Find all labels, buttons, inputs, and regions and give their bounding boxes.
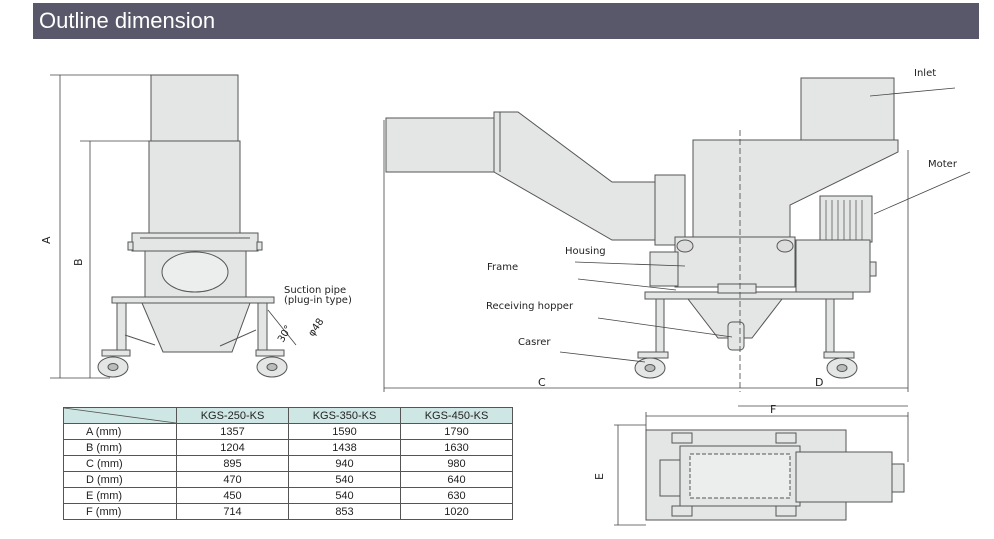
dimension-table: KGS-250-KS KGS-350-KS KGS-450-KS A (mm) … bbox=[63, 407, 513, 520]
top-dimensions bbox=[614, 412, 909, 526]
table-cell: 895 bbox=[176, 455, 289, 472]
dim-c-label: C bbox=[538, 376, 546, 389]
inlet-label: Inlet bbox=[914, 68, 936, 79]
dim-f-label: F bbox=[770, 403, 776, 416]
table-column-header: KGS-450-KS bbox=[400, 407, 513, 424]
row-label: E (mm) bbox=[63, 487, 177, 504]
row-label: B (mm) bbox=[63, 439, 177, 456]
table-row: D (mm) 470 540 640 bbox=[63, 471, 513, 488]
table-column-header: KGS-350-KS bbox=[288, 407, 401, 424]
row-label: A (mm) bbox=[63, 423, 177, 440]
table-cell: 1590 bbox=[288, 423, 401, 440]
receiving-hopper-label: Receiving hopper bbox=[486, 301, 574, 312]
table-cell: 540 bbox=[288, 487, 401, 504]
table-row: F (mm) 714 853 1020 bbox=[63, 503, 513, 520]
page-title: Outline dimension bbox=[39, 8, 216, 33]
row-label: D (mm) bbox=[63, 471, 177, 488]
front-view bbox=[97, 74, 288, 378]
table-cell: 853 bbox=[288, 503, 401, 520]
side-dimensions bbox=[383, 87, 971, 407]
table-cell: 980 bbox=[400, 455, 513, 472]
table-cell: 470 bbox=[176, 471, 289, 488]
row-label: C (mm) bbox=[63, 455, 177, 472]
plug-in-type-label: (plug-in type) bbox=[284, 295, 352, 306]
table-cell: 1438 bbox=[288, 439, 401, 456]
table-row: B (mm) 1204 1438 1630 bbox=[63, 439, 513, 456]
table-column-header: KGS-250-KS bbox=[176, 407, 289, 424]
table-cell: 940 bbox=[288, 455, 401, 472]
corner-diagonal bbox=[64, 408, 176, 423]
suction-pipe-label: Suction pipe bbox=[284, 285, 346, 296]
table-row: E (mm) 450 540 630 bbox=[63, 487, 513, 504]
angle-label: 30° bbox=[276, 324, 294, 345]
table-cell: 450 bbox=[176, 487, 289, 504]
diameter-label: φ48 bbox=[306, 317, 326, 339]
table-cell: 1020 bbox=[400, 503, 513, 520]
table-cell: 1204 bbox=[176, 439, 289, 456]
casrer-label: Casrer bbox=[518, 337, 551, 348]
row-label: F (mm) bbox=[63, 503, 177, 520]
moter-label: Moter bbox=[928, 159, 958, 170]
dim-b-label: B bbox=[72, 258, 85, 266]
frame-label: Frame bbox=[487, 262, 518, 273]
table-cell: 714 bbox=[176, 503, 289, 520]
front-dimensions bbox=[50, 74, 297, 379]
table-header-row: KGS-250-KS KGS-350-KS KGS-450-KS bbox=[63, 407, 513, 424]
table-cell: 1357 bbox=[176, 423, 289, 440]
housing-label: Housing bbox=[565, 246, 606, 257]
dim-e-label: E bbox=[593, 473, 606, 480]
table-cell: 640 bbox=[400, 471, 513, 488]
dim-d-label: D bbox=[815, 376, 823, 389]
table-row: A (mm) 1357 1590 1790 bbox=[63, 423, 513, 440]
top-view bbox=[645, 429, 905, 521]
table-corner-cell bbox=[63, 407, 177, 424]
table-cell: 630 bbox=[400, 487, 513, 504]
table-row: C (mm) 895 940 980 bbox=[63, 455, 513, 472]
table-cell: 540 bbox=[288, 471, 401, 488]
dim-a-label: A bbox=[40, 236, 53, 244]
side-view bbox=[385, 77, 899, 379]
table-cell: 1630 bbox=[400, 439, 513, 456]
table-cell: 1790 bbox=[400, 423, 513, 440]
header-bar: Outline dimension bbox=[33, 3, 979, 39]
